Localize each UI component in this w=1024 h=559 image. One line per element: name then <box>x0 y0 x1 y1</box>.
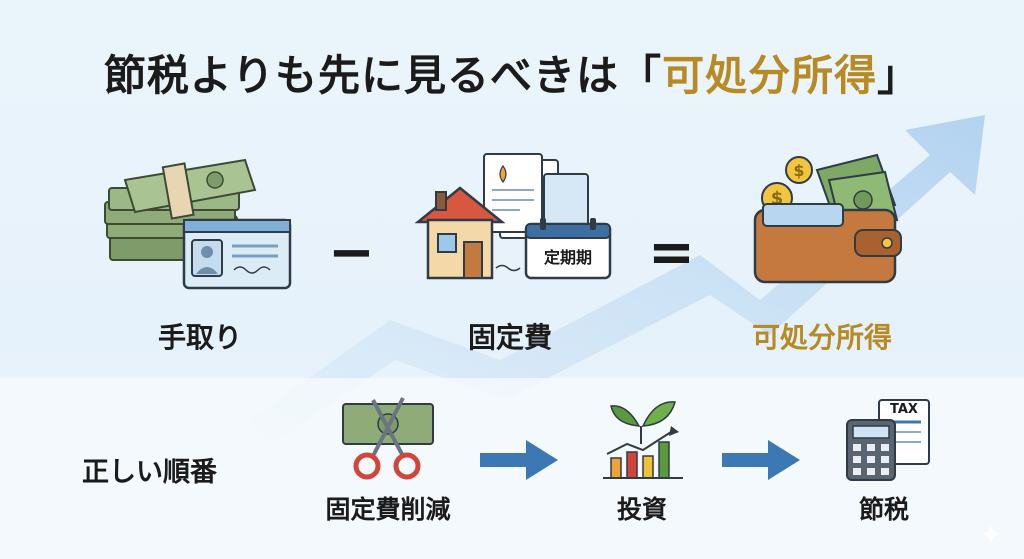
title-main: 節税よりも先に見るべきは「 <box>103 51 663 100</box>
equation-row: 手取り − <box>0 150 1024 360</box>
take-home-label: 手取り <box>157 321 242 354</box>
calculator-tax-icon: TAX <box>829 396 939 482</box>
page-title: 節税よりも先に見るべきは「可処分所得」 <box>0 42 1024 103</box>
fixed-costs-item: 定期期 固定費 <box>400 150 620 356</box>
order-label: 正しい順番 <box>82 457 217 488</box>
step-3-label: 節税 <box>858 495 909 524</box>
flow-arrow-1 <box>480 440 558 480</box>
money-stack-icon <box>104 158 257 261</box>
minus-operator: − <box>328 220 375 285</box>
title-end: 」 <box>877 51 921 100</box>
sparkle-icon <box>981 524 1001 544</box>
calendar-card-label: 定期期 <box>543 248 592 267</box>
flow-arrow-2 <box>722 440 800 480</box>
equals-operator: = <box>648 220 695 285</box>
take-home-item: 手取り <box>90 150 310 356</box>
step-investment: 投資 <box>542 396 742 526</box>
disposable-income-label: 可処分所得 <box>751 321 892 354</box>
step-fixed-cost-reduction: 固定費削減 <box>288 396 488 526</box>
id-card-icon <box>182 218 292 290</box>
scissors-cut-money-icon <box>342 397 434 480</box>
step-tax-saving: TAX 節税 <box>784 396 984 526</box>
calendar-icon: 定期期 <box>524 216 612 280</box>
wallet-icon: $ $ <box>753 153 902 284</box>
title-highlight: 可処分所得 <box>662 51 878 100</box>
svg-text:$: $ <box>793 161 804 180</box>
bill-documents-icon <box>483 153 589 239</box>
house-icon <box>414 153 589 280</box>
step-1-label: 固定費削減 <box>325 495 451 524</box>
fixed-costs-label: 固定費 <box>467 321 552 354</box>
disposable-income-item: $ $ 可処分所得 <box>712 150 932 356</box>
growth-chart-icon <box>603 401 683 479</box>
tax-document-label: TAX <box>890 402 918 417</box>
step-2-label: 投資 <box>616 495 667 524</box>
